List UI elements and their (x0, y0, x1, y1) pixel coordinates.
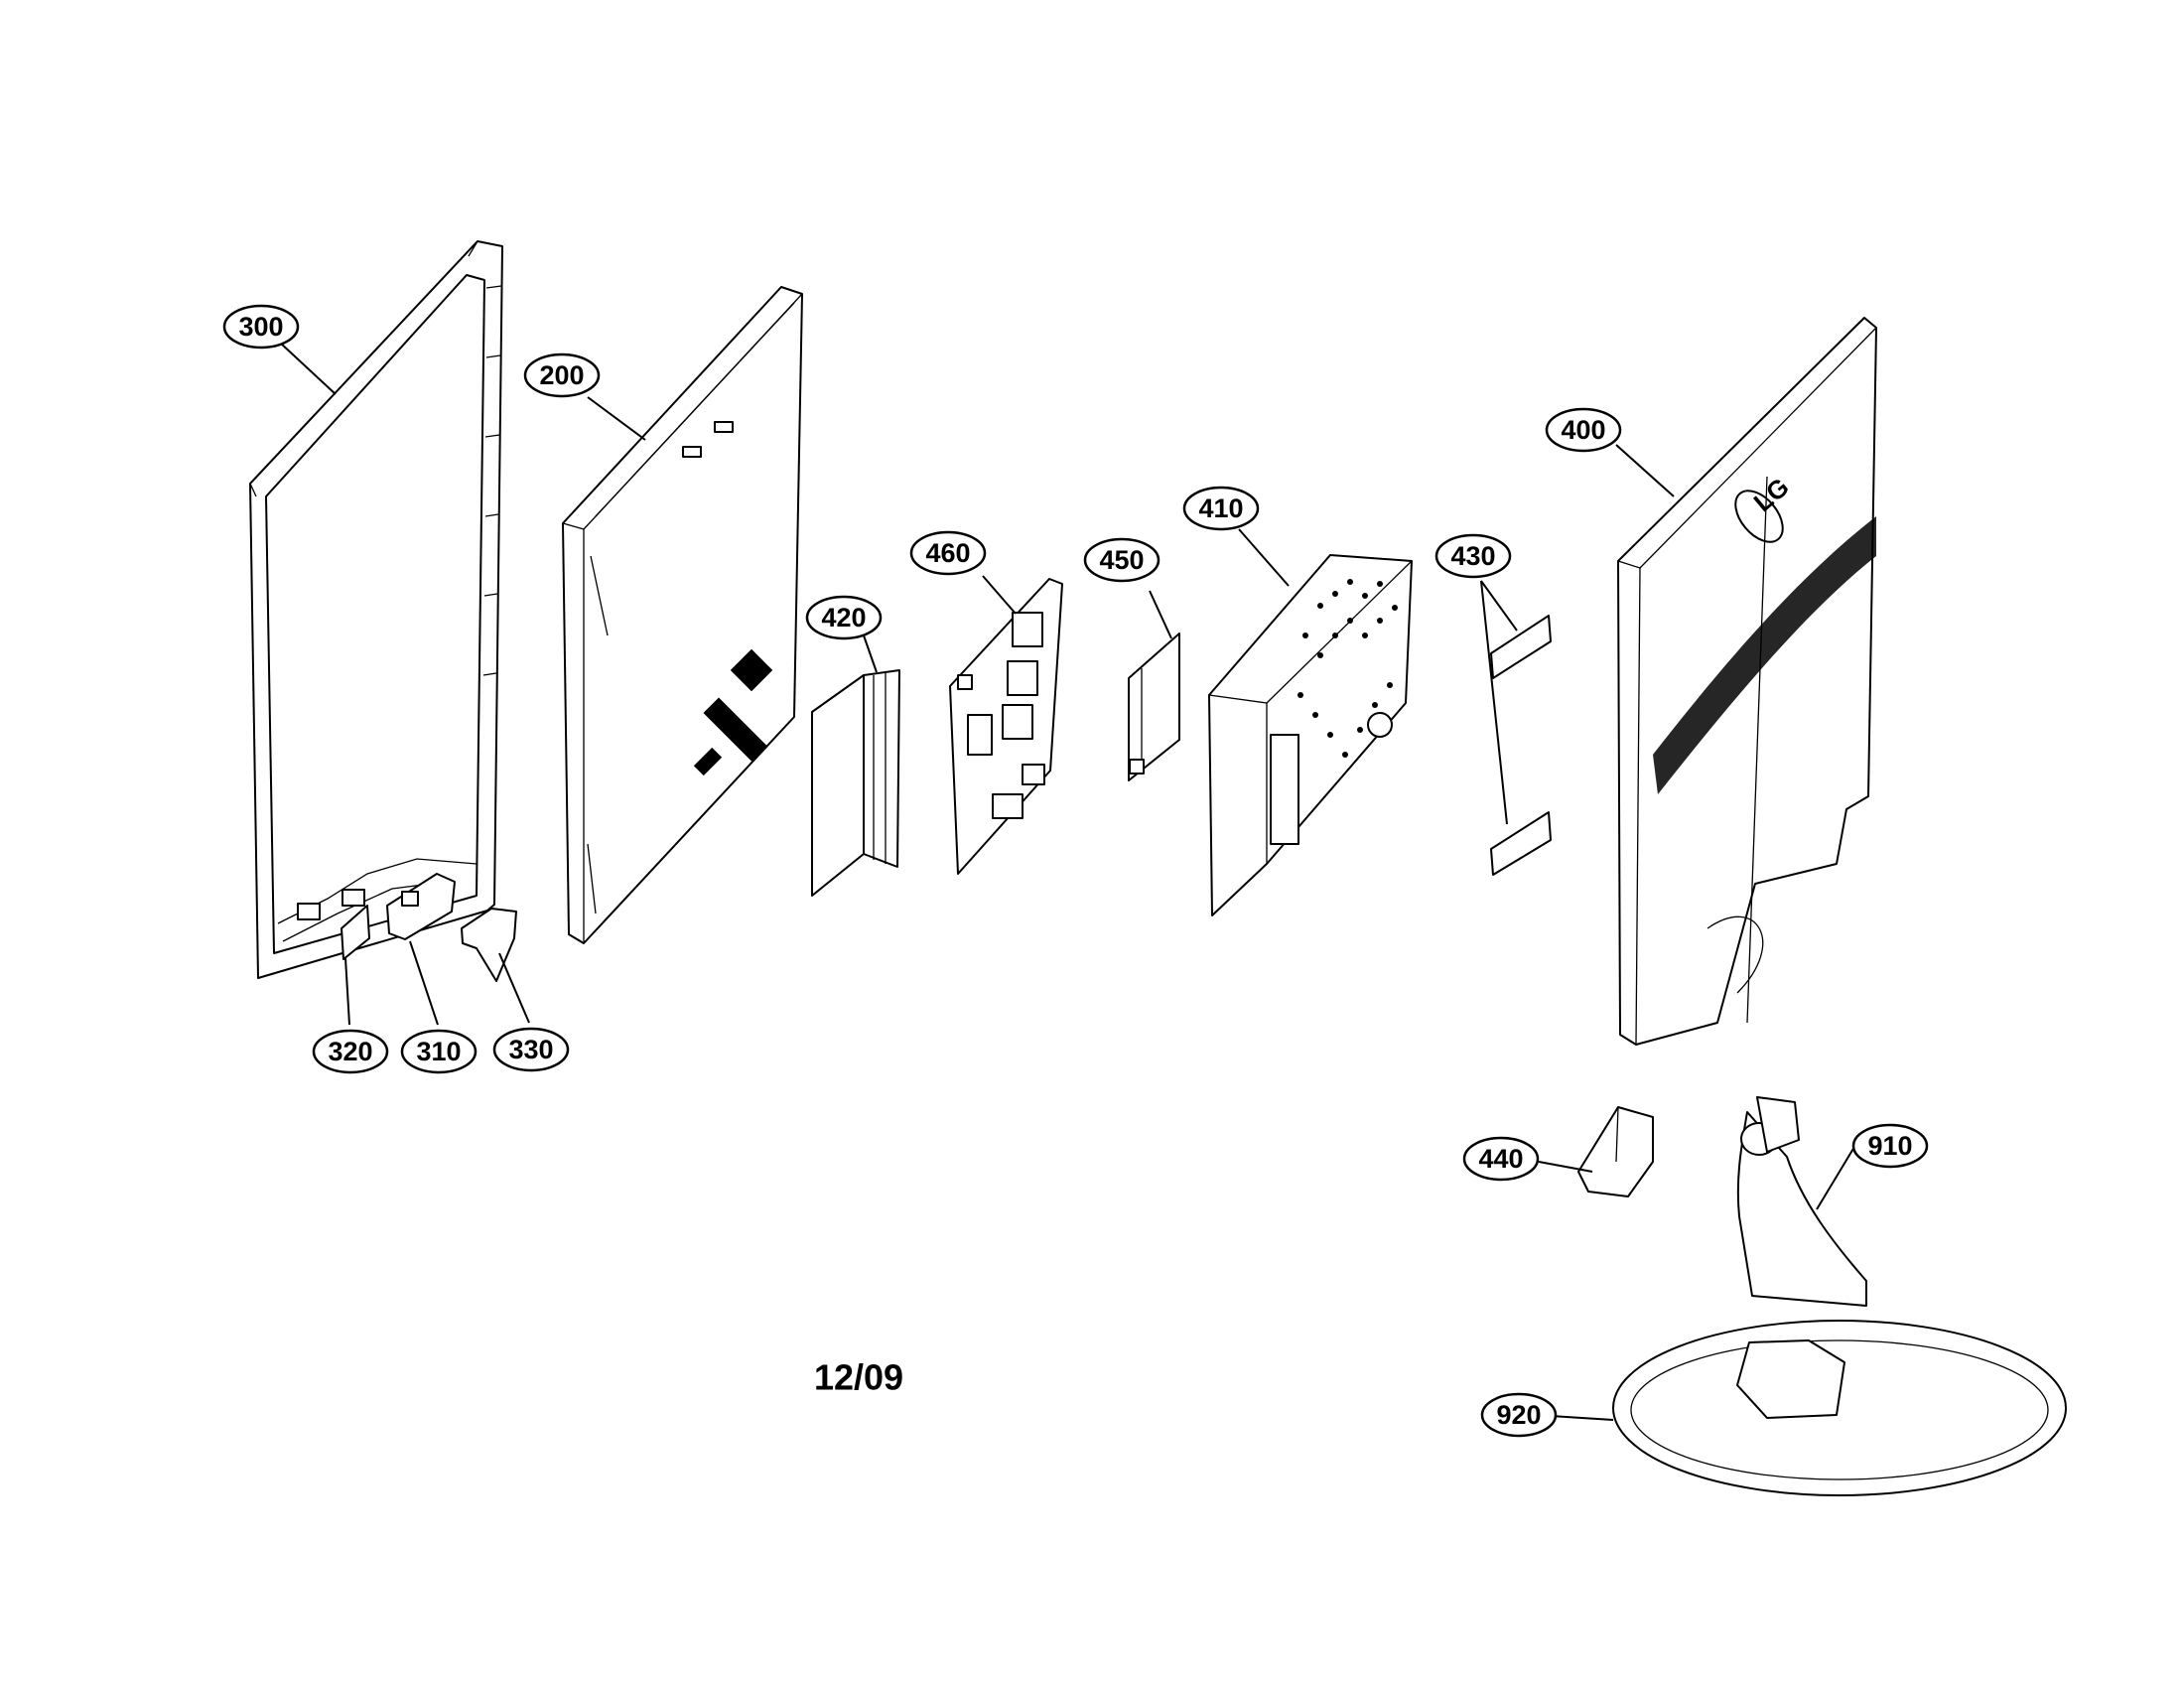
callout-420-label: 420 (821, 603, 866, 633)
callout-430: 430 (1434, 533, 1512, 579)
callout-910: 910 (1851, 1123, 1929, 1169)
callout-400-label: 400 (1561, 415, 1605, 445)
callout-310: 310 (400, 1029, 478, 1074)
leader-lines (279, 342, 1855, 1421)
part-920-stand-base (1612, 1320, 2067, 1496)
callout-320: 320 (312, 1029, 389, 1074)
callout-310-label: 310 (416, 1037, 461, 1066)
part-310 (386, 873, 456, 940)
callout-330: 330 (492, 1027, 570, 1072)
callout-430-label: 430 (1450, 541, 1495, 571)
callout-910-label: 910 (1867, 1131, 1912, 1161)
callout-420: 420 (805, 595, 883, 640)
part-300-front-bezel (249, 240, 503, 979)
callout-330-label: 330 (508, 1035, 553, 1064)
callout-920: 920 (1480, 1392, 1558, 1438)
callout-410-label: 410 (1198, 493, 1243, 523)
callout-300: 300 (222, 304, 300, 350)
callout-200: 200 (523, 352, 601, 398)
callout-440: 440 (1462, 1136, 1540, 1182)
callout-450: 450 (1083, 537, 1160, 583)
callout-410: 410 (1182, 486, 1260, 531)
callout-920-label: 920 (1496, 1400, 1541, 1430)
part-910-stand-neck (1736, 1096, 1867, 1307)
part-320 (341, 905, 370, 960)
date-code: 12/09 (814, 1357, 903, 1398)
part-400-back-cover (1617, 317, 1877, 1046)
part-440-hinge (1577, 1106, 1654, 1197)
callout-450-label: 450 (1099, 545, 1144, 575)
part-200-lcd-panel (562, 286, 803, 944)
vent-holes (1297, 579, 1398, 758)
part-430-hinge-brackets (1490, 615, 1552, 876)
callout-200-label: 200 (539, 360, 584, 390)
part-410-shield-case (1208, 554, 1413, 916)
part-330 (461, 908, 517, 982)
callout-300-label: 300 (238, 312, 283, 342)
callout-320-label: 320 (328, 1037, 372, 1066)
part-450-small-board (1128, 633, 1180, 781)
callout-400: 400 (1545, 407, 1622, 453)
callout-440-label: 440 (1478, 1144, 1523, 1174)
part-460-main-board (949, 578, 1063, 875)
callout-460: 460 (909, 530, 987, 576)
callout-460-label: 460 (925, 538, 970, 568)
part-420-bracket (811, 669, 900, 897)
